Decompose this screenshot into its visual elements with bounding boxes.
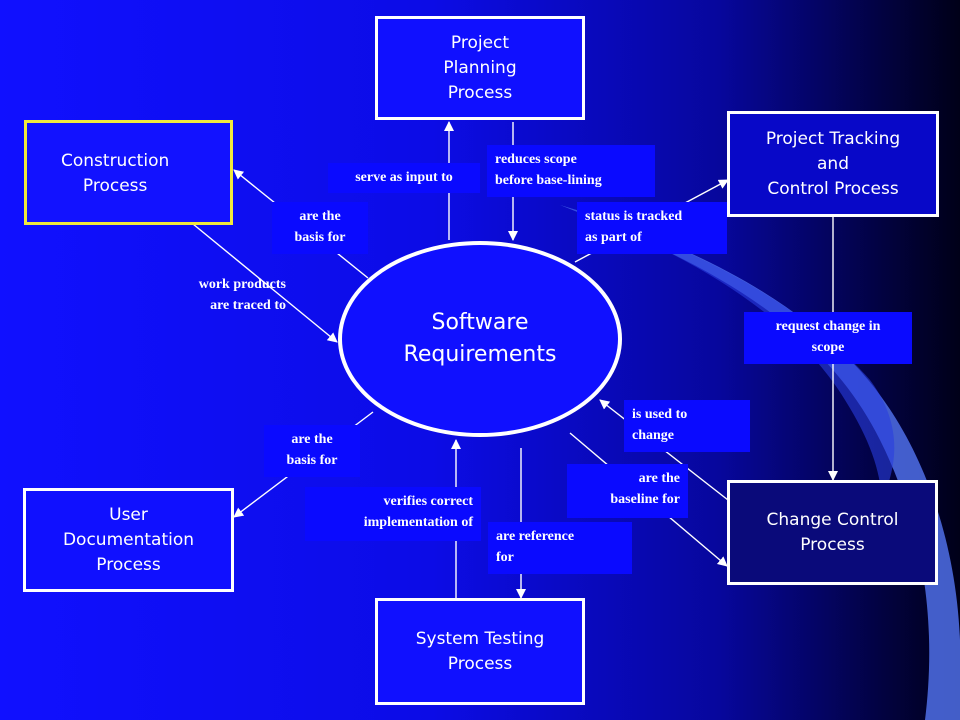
user-documentation-box: User Documentation Process xyxy=(23,488,234,592)
label-used-to-change: is used to change xyxy=(624,400,750,452)
change-control-box: Change Control Process xyxy=(727,480,938,585)
label-work-products-traced: work products are traced to xyxy=(198,277,286,313)
label-basis-for-documentation: are the basis for xyxy=(264,425,360,477)
software-requirements-hub: Software Requirements xyxy=(338,241,622,437)
system-testing-box: System Testing Process xyxy=(375,598,585,705)
project-tracking-box: Project Tracking and Control Process xyxy=(727,111,939,217)
construction-label: Construction Process xyxy=(61,151,170,196)
change-control-label: Change Control Process xyxy=(766,509,899,555)
construction-box: Construction Process xyxy=(24,120,233,225)
label-status-tracked: status is tracked as part of xyxy=(577,202,727,254)
software-requirements-label: Software Requirements xyxy=(403,310,557,367)
label-basis-for-construction: are the basis for xyxy=(272,202,368,254)
label-reference-for: are reference for xyxy=(488,522,632,574)
user-documentation-label: User Documentation Process xyxy=(62,504,195,575)
label-verifies-implementation: verifies correct implementation of xyxy=(305,487,481,541)
arrow-work-products-traced xyxy=(192,223,338,343)
label-request-change: request change in scope xyxy=(744,312,912,364)
project-tracking-label: Project Tracking and Control Process xyxy=(765,128,901,199)
system-testing-label: System Testing Process xyxy=(415,628,545,674)
project-planning-box: Project Planning Process xyxy=(375,16,585,120)
label-serve-as-input: serve as input to xyxy=(328,163,480,193)
label-baseline-for: are the baseline for xyxy=(567,464,688,518)
label-reduces-scope: reduces scope before base-lining xyxy=(487,145,655,197)
project-planning-label: Project Planning Process xyxy=(443,32,517,103)
